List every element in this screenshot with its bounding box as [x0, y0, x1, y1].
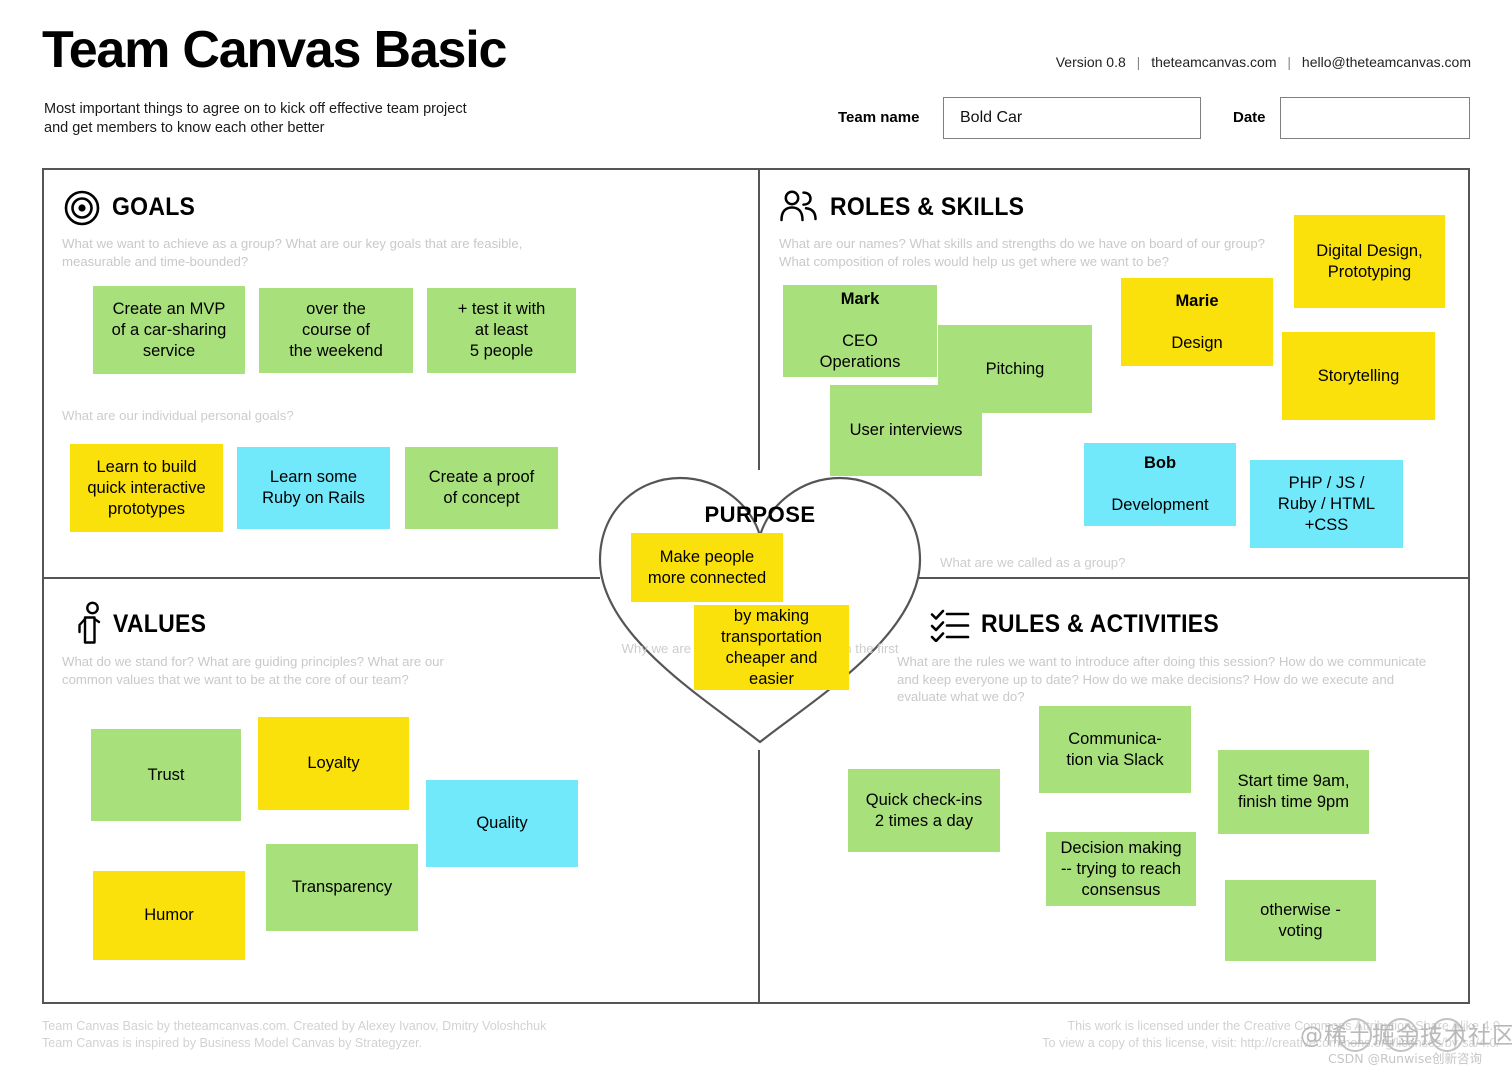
- header-meta: Version 0.8 | theteamcanvas.com | hello@…: [1056, 54, 1471, 70]
- goals-description: What we want to achieve as a group? What…: [62, 236, 523, 269]
- rules-note-3[interactable]: Decision making -- trying to reach conse…: [1046, 832, 1196, 906]
- page-subtitle: Most important things to agree on to kic…: [44, 100, 467, 138]
- rules-description: What are the rules we want to introduce …: [897, 654, 1427, 704]
- roles-note-4-name: Marie: [1175, 291, 1219, 310]
- rules-note-1[interactable]: Communica- tion via Slack: [1039, 706, 1191, 793]
- roles-note-0[interactable]: Mark CEO Operations: [783, 285, 937, 377]
- purpose-note-1[interactable]: by making transportation cheaper and eas…: [694, 605, 849, 690]
- divider-vertical-top: [758, 170, 760, 470]
- team-name-value: Bold Car: [960, 109, 1023, 126]
- roles-note-4[interactable]: Marie Design: [1121, 278, 1273, 366]
- checklist-icon: [930, 608, 970, 647]
- version-label: Version 0.8: [1055, 54, 1126, 70]
- roles-note-2[interactable]: User interviews: [830, 385, 982, 476]
- date-label: Date: [1233, 109, 1266, 126]
- goals-note-1[interactable]: over the course of the weekend: [259, 288, 413, 373]
- roles-note-0-text: CEO Operations: [819, 332, 901, 371]
- goals-note-5[interactable]: Create a proof of concept: [405, 447, 558, 529]
- roles-sub-question: What are we called as a group?: [940, 555, 1126, 570]
- roles-title: ROLES & SKILLS: [830, 193, 1025, 221]
- canvas-frame: [42, 168, 1470, 1004]
- footer-left-line-1: Team Canvas Basic by theteamcanvas.com. …: [42, 1019, 547, 1033]
- website-link[interactable]: theteamcanvas.com: [1151, 54, 1277, 70]
- values-title: VALUES: [113, 610, 207, 638]
- footer-left: Team Canvas Basic by theteamcanvas.com. …: [42, 1018, 546, 1052]
- purpose-note-0[interactable]: Make people more connected: [631, 533, 783, 602]
- footer-right: This work is licensed under the Creative…: [1042, 1018, 1500, 1052]
- purpose-title: PURPOSE: [704, 502, 816, 527]
- values-note-1[interactable]: Loyalty: [258, 717, 409, 810]
- rules-title: RULES & ACTIVITIES: [981, 610, 1219, 638]
- values-note-2[interactable]: Quality: [426, 780, 578, 867]
- page-title: Team Canvas Basic: [42, 21, 507, 79]
- roles-note-6[interactable]: Bob Development: [1084, 443, 1236, 526]
- roles-note-7[interactable]: PHP / JS / Ruby / HTML +CSS: [1250, 460, 1403, 548]
- rules-note-4[interactable]: otherwise - voting: [1225, 880, 1376, 961]
- divider-horizontal-left: [44, 577, 600, 579]
- target-icon: [64, 190, 100, 231]
- divider-horizontal-right: [918, 577, 1468, 579]
- values-note-0[interactable]: Trust: [91, 729, 241, 821]
- rules-note-0[interactable]: Quick check-ins 2 times a day: [848, 769, 1000, 852]
- goals-sub-question: What are our individual personal goals?: [62, 408, 294, 423]
- footer-right-line-1: This work is licensed under the Creative…: [1067, 1019, 1500, 1033]
- person-raising-hand-icon: [74, 601, 106, 650]
- meta-separator-1: |: [1136, 54, 1141, 70]
- roles-description: What are our names? What skills and stre…: [779, 236, 1266, 269]
- goals-note-3[interactable]: Learn to build quick interactive prototy…: [70, 444, 223, 532]
- date-field[interactable]: [1280, 97, 1470, 139]
- goals-note-0[interactable]: Create an MVP of a car-sharing service: [93, 286, 245, 374]
- subtitle-line-2: and get members to know each other bette…: [44, 120, 325, 136]
- page-header: Team Canvas Basic Most important things …: [0, 0, 1512, 165]
- values-description: What do we stand for? What are guiding p…: [62, 654, 444, 687]
- subtitle-line-1: Most important things to agree on to kic…: [44, 101, 467, 117]
- meta-separator-2: |: [1287, 54, 1292, 70]
- people-icon: [779, 189, 819, 230]
- roles-note-0-name: Mark: [840, 290, 880, 308]
- roles-note-5[interactable]: Storytelling: [1282, 332, 1435, 420]
- roles-note-6-name: Bob: [1143, 454, 1177, 472]
- email-link[interactable]: hello@theteamcanvas.com: [1301, 54, 1471, 70]
- goals-title: GOALS: [112, 193, 196, 221]
- divider-vertical-bottom: [758, 750, 760, 1002]
- footer-right-line-2: To view a copy of this license, visit: h…: [1042, 1036, 1500, 1050]
- team-name-field[interactable]: Bold Car: [943, 97, 1201, 139]
- values-note-4[interactable]: Transparency: [266, 844, 418, 931]
- roles-note-3[interactable]: Digital Design, Prototyping: [1294, 215, 1445, 308]
- footer-left-line-2: Team Canvas is inspired by Business Mode…: [42, 1036, 423, 1050]
- goals-note-4[interactable]: Learn some Ruby on Rails: [237, 447, 390, 529]
- rules-note-2[interactable]: Start time 9am, finish time 9pm: [1218, 750, 1369, 834]
- roles-note-6-text: Development: [1111, 496, 1209, 514]
- team-name-label: Team name: [838, 109, 920, 126]
- values-note-3[interactable]: Humor: [93, 871, 245, 960]
- roles-note-4-text: Design: [1171, 333, 1223, 352]
- goals-note-2[interactable]: + test it with at least 5 people: [427, 288, 576, 373]
